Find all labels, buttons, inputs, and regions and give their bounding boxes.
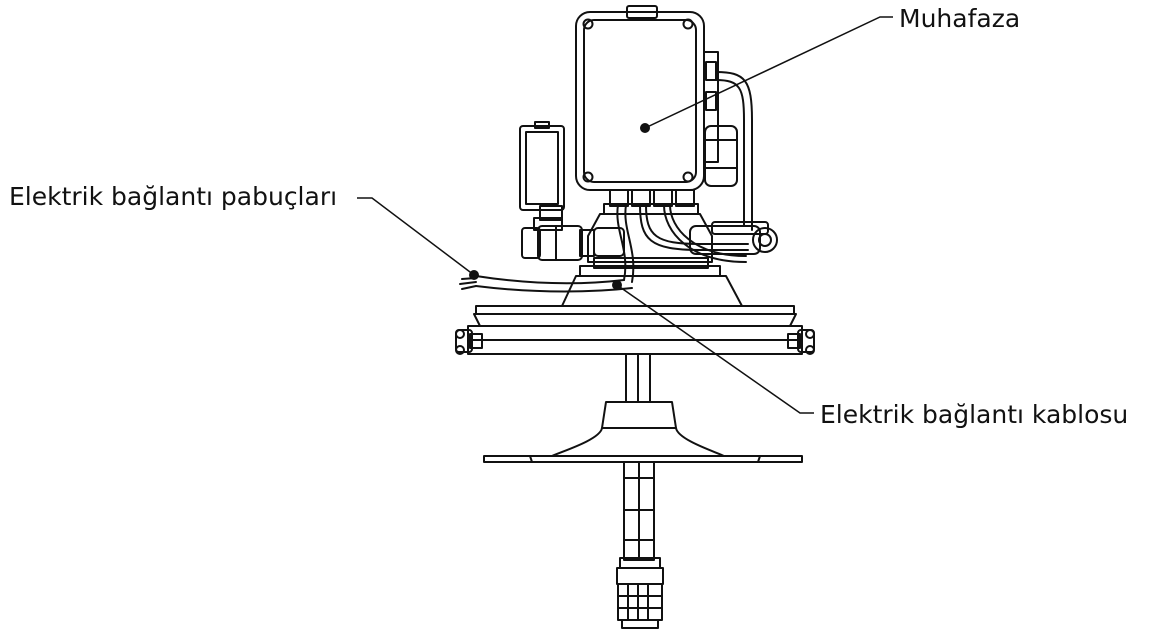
connection-cable (459, 275, 633, 293)
lower-column (623, 461, 655, 561)
pressure-gauge (519, 121, 595, 261)
shaft (625, 353, 651, 403)
top-flange (455, 275, 815, 355)
label-connection-lugs: Elektrik bağlantı pabuçları (9, 182, 338, 211)
suction-strainer (616, 557, 664, 629)
label-housing: Muhafaza (899, 4, 1021, 33)
label-connection-cable: Elektrik bağlantı kablosu (820, 400, 1129, 429)
leader-lugs (357, 197, 475, 276)
internal-cables (616, 204, 749, 283)
callout-dot-cable (612, 280, 622, 290)
callout-dot-lugs (469, 270, 479, 280)
housing-enclosure (575, 5, 753, 231)
leader-cable (616, 284, 814, 414)
pump-body (579, 213, 778, 277)
leader-housing (644, 16, 893, 129)
lower-disc (483, 401, 803, 463)
callout-dot-housing (640, 123, 650, 133)
